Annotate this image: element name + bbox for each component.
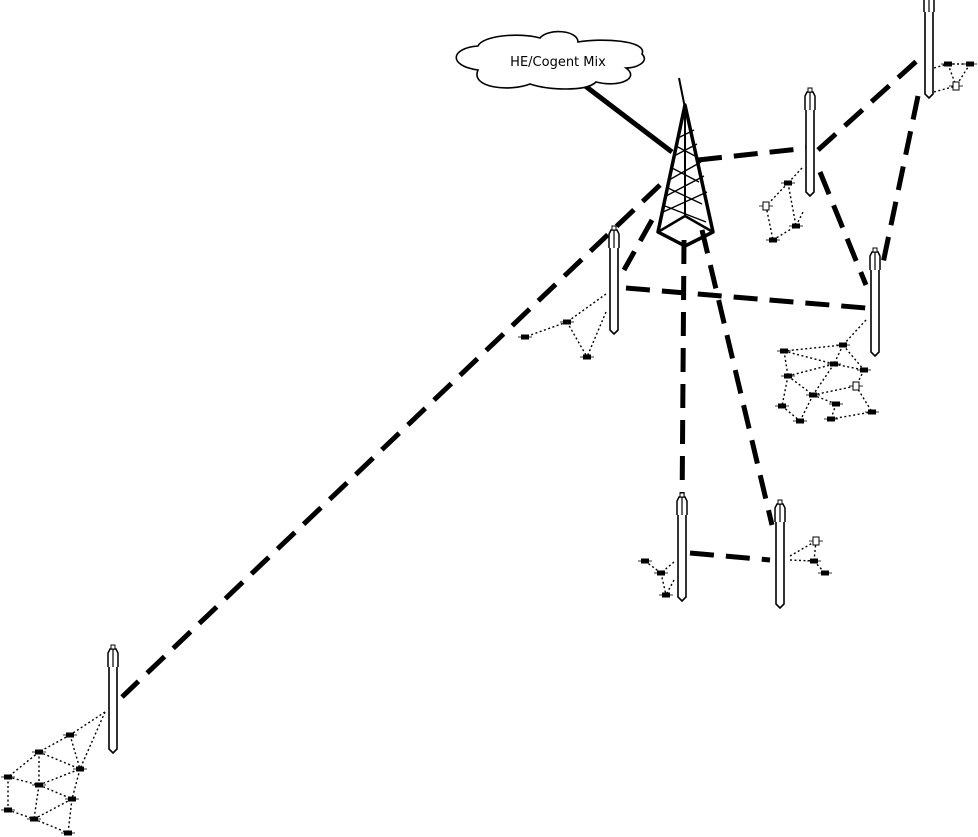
relay-tower-f-icon xyxy=(676,492,688,602)
client-nodes xyxy=(0,61,978,836)
cloud-shape-icon xyxy=(455,30,646,90)
client-node-icon xyxy=(817,570,833,576)
client-node-icon xyxy=(806,558,822,564)
link-relay-f-to-relay-g xyxy=(689,550,771,563)
client-node-icon xyxy=(864,409,880,415)
client-node-icon xyxy=(788,223,804,229)
client-node-icon xyxy=(637,558,653,564)
client-node-icon xyxy=(758,201,774,211)
relay-tower-c-icon xyxy=(608,225,620,335)
link-relay-b-to-relay-d xyxy=(817,171,869,286)
client-node-icon xyxy=(948,81,964,91)
client-node-icon xyxy=(835,342,851,348)
internet-cloud: HE/Cogent Mix xyxy=(455,30,646,90)
relay-tower-d-icon xyxy=(869,247,881,357)
relay-tower-a-icon xyxy=(923,0,935,99)
client-node-icon xyxy=(792,418,808,424)
link-main-to-far-relay xyxy=(120,183,662,699)
client-node-icon xyxy=(72,766,88,772)
link-relay-a-to-relay-d xyxy=(879,95,921,269)
client-node-icon xyxy=(579,354,595,360)
relay-tower-b-icon xyxy=(804,87,816,197)
main-tower-icon xyxy=(656,77,715,248)
client-node-icon xyxy=(62,732,78,738)
client-node-icon xyxy=(823,416,839,422)
client-node-icon xyxy=(765,237,781,243)
relay-tower-e-icon xyxy=(107,644,119,754)
client-node-icon xyxy=(653,570,669,576)
link-relay-b-to-relay-a xyxy=(816,56,922,152)
client-node-icon xyxy=(856,367,872,373)
client-node-icon xyxy=(962,61,978,67)
link-main-to-relay-g xyxy=(699,229,775,526)
link-main-to-relay-f xyxy=(679,239,687,516)
relay-tower-g-icon xyxy=(774,499,786,609)
cloud-uplink xyxy=(578,80,674,154)
client-mesh-links xyxy=(7,63,971,834)
client-node-icon xyxy=(517,334,533,340)
client-node-icon xyxy=(780,180,796,186)
client-node-icon xyxy=(774,403,790,409)
link-main-to-relay-b xyxy=(697,145,809,163)
link-relay-c-to-relay-d xyxy=(625,285,867,311)
link-main-to-relay-c xyxy=(621,218,655,272)
client-node-icon xyxy=(64,796,80,802)
client-node-icon xyxy=(848,381,864,391)
client-node-icon xyxy=(658,592,674,598)
cloud-label: HE/Cogent Mix xyxy=(510,55,606,70)
backhaul-links xyxy=(120,56,922,699)
